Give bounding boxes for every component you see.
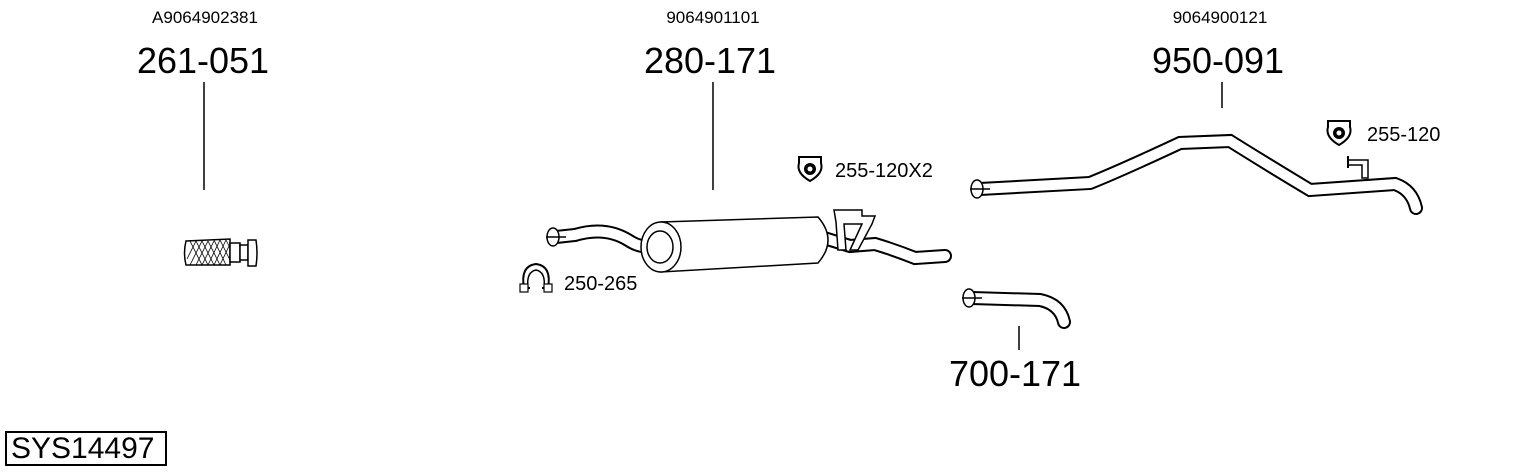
part-number-label[interactable]: 261-051 [136,40,270,81]
tail-pipe-700-171[interactable] [962,288,1071,329]
accessory-number-label[interactable]: 255-120 [1367,124,1441,146]
rear-pipe-950-091[interactable] [970,133,1423,215]
accessory-number-label[interactable]: 250-265 [564,273,638,295]
middle-silencer-280-171[interactable] [546,209,952,273]
rubber-mount-icon [797,156,823,183]
oem-number: A9064902381 [152,8,258,27]
part-number-label[interactable]: 950-091 [1151,40,1285,81]
system-id-box: SYS14497 [5,431,167,466]
oem-number: 9064900121 [1172,8,1268,27]
rubber-mount-icon [1326,120,1352,147]
part-number-label[interactable]: 280-171 [643,40,777,81]
accessory-number-label[interactable]: 255-120X2 [835,160,933,182]
flex-pipe-261-051[interactable] [183,238,258,267]
oem-number: 9064901101 [666,8,760,27]
part-number-label[interactable]: 700-171 [948,353,1082,394]
pipe-clamp-icon [519,262,553,293]
